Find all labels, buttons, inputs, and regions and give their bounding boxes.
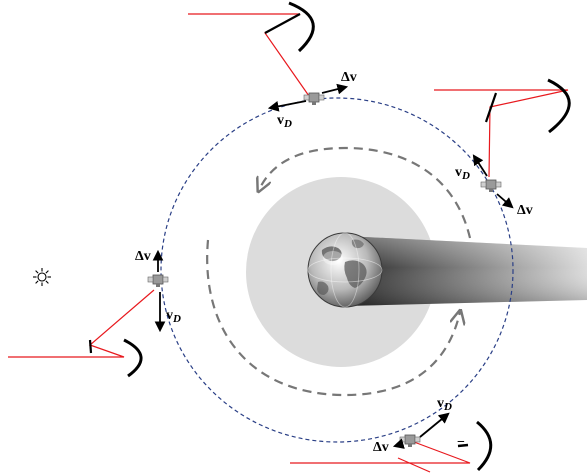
beam-line-lower [398, 458, 430, 472]
drag-velocity-label: vD [455, 165, 470, 182]
ground-station-right [434, 80, 569, 177]
beam-line [8, 290, 154, 357]
drag-velocity-arrow [474, 156, 487, 176]
delta-v-arrow [497, 194, 512, 207]
delta-v-label: Δv [135, 249, 151, 264]
dish-antenna-icon [124, 340, 141, 376]
delta-v-label: Δv [373, 440, 389, 455]
ground-station-left [8, 290, 154, 376]
satellite-icon [400, 435, 420, 447]
delta-v-arrow [395, 444, 402, 446]
drag-velocity-arrow [420, 414, 448, 437]
dish-antenna-icon [289, 3, 313, 51]
drag-velocity-label: vD [277, 113, 292, 130]
beam-line [434, 90, 568, 177]
satellite-icon [304, 93, 324, 105]
drag-velocity-label: vD [166, 308, 181, 325]
mirror-line [90, 340, 91, 353]
dish-antenna-icon [548, 80, 569, 132]
delta-v-label: Δv [341, 70, 357, 85]
drag-velocity-label: vD [437, 396, 452, 413]
sun-icon [33, 268, 51, 286]
minus-sign-label: − [457, 435, 465, 450]
satellite-icon [481, 180, 501, 192]
delta-v-label: Δv [517, 203, 533, 218]
drag-velocity-arrow [270, 101, 306, 108]
beam-line [188, 14, 309, 96]
dish-antenna-icon [477, 422, 491, 470]
mirror-line [486, 93, 496, 122]
delta-v-arrow [322, 87, 346, 93]
ground-station-top [188, 3, 313, 96]
mirror-line [265, 14, 300, 33]
satellite-icon [148, 275, 168, 287]
earth-globe-icon [308, 233, 382, 307]
